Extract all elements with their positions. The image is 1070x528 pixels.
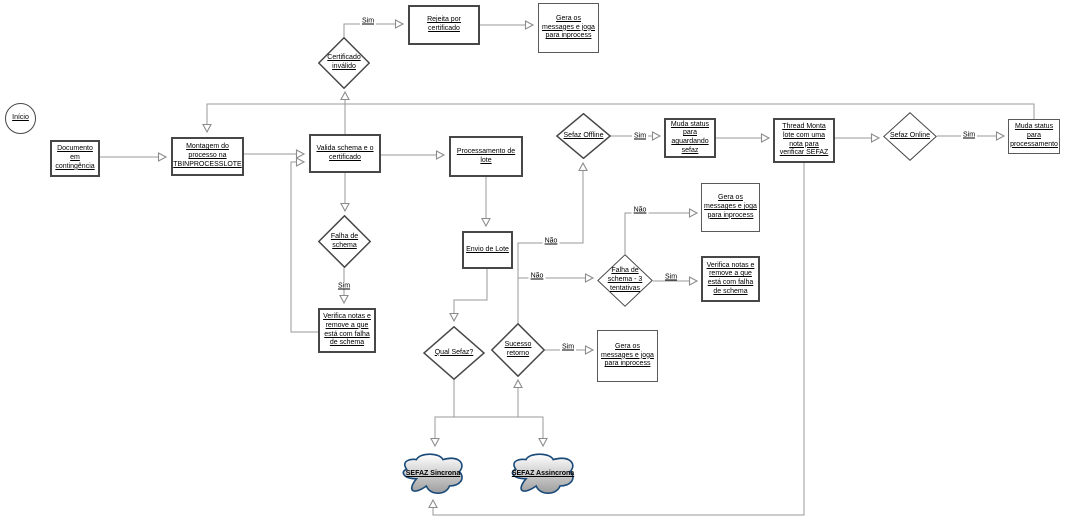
node-label: Envio de Lote bbox=[466, 245, 509, 253]
node-label: Gera os messages e joga para inprocess bbox=[704, 194, 757, 219]
edge-label-offline-sim: Sim bbox=[631, 132, 649, 140]
cloud-shape bbox=[509, 450, 577, 498]
node-certificado-invalido: Certificado inválido bbox=[318, 37, 370, 89]
node-label: Valida schema e o certificado bbox=[316, 144, 374, 161]
node-inicio: Início bbox=[5, 103, 36, 134]
node-montagem-processo: Montagem do processo na TBINPROCESSLOTE bbox=[171, 137, 244, 176]
node-label: Falha de schema - 3 tentativas bbox=[607, 267, 643, 292]
node-label: Verifica notas e remove a que está com f… bbox=[323, 313, 371, 347]
cloud-sefaz-sincrona: SEFAZ Sincrona bbox=[400, 450, 466, 498]
edge-label-falha-schema-sim: Sim bbox=[335, 282, 353, 290]
node-qual-sefaz: Qual Sefaz? bbox=[423, 326, 485, 380]
edge-label-sucesso-sim: Sim bbox=[559, 343, 577, 351]
node-falha-schema-3-tentativas: Falha de schema - 3 tentativas bbox=[597, 254, 653, 307]
node-verifica-notas-left: Verifica notas e remove a que está com f… bbox=[318, 308, 376, 353]
node-thread-monta-lote: Thread Monta lote com uma nota para veri… bbox=[773, 118, 835, 163]
node-label: Montagem do processo na TBINPROCESSLOTE bbox=[173, 143, 242, 168]
diamond-shape bbox=[597, 254, 653, 307]
node-label: Rejeita por certificado bbox=[427, 16, 461, 32]
diamond-shape bbox=[423, 326, 485, 380]
node-valida-schema: Valida schema e o certificado bbox=[309, 134, 381, 173]
node-label: SEFAZ Sincrona bbox=[405, 469, 461, 477]
node-sucesso-retorno: Sucesso retorno bbox=[491, 323, 545, 377]
node-gera-messages-mid: Gera os messages e joga para inprocess bbox=[701, 183, 760, 232]
diamond-shape bbox=[556, 113, 611, 159]
node-label: Gera os messages e joga para inprocess bbox=[601, 342, 654, 368]
diamond-shape bbox=[883, 112, 937, 161]
node-label: SEFAZ Assincrona bbox=[511, 469, 575, 477]
node-muda-status-aguardando: Muda status para aguardando sefaz bbox=[664, 118, 716, 158]
node-muda-status-processamento: Muda status para processamento bbox=[1008, 119, 1060, 154]
edge-label-falha3-nao: Não bbox=[631, 206, 649, 214]
diamond-shape bbox=[318, 215, 371, 268]
node-gera-messages-top: Gera os messages e joga para inprocess bbox=[538, 3, 599, 53]
node-gera-messages-bottom: Gera os messages e joga para inprocess bbox=[597, 330, 658, 382]
node-verifica-notas-right: Verifica notas e remove a que está com f… bbox=[701, 256, 760, 302]
node-label: Thread Monta lote com uma nota para veri… bbox=[779, 123, 829, 157]
edge-label-sucesso-nao-falha3: Não bbox=[528, 272, 546, 280]
node-label: Início bbox=[12, 114, 29, 122]
node-label: Muda status para processamento bbox=[1010, 123, 1058, 148]
edge-label-online-sim: Sim bbox=[960, 131, 978, 139]
edge-label-certificado-sim: Sim bbox=[359, 17, 377, 25]
node-label: Verifica notas e remove a que está com f… bbox=[706, 261, 755, 295]
node-label: Sefaz Online bbox=[889, 132, 931, 140]
node-label: Muda status para aguardando sefaz bbox=[670, 120, 710, 154]
node-label: Sefaz Offline bbox=[563, 131, 604, 139]
node-sefaz-offline: Sefaz Offline bbox=[556, 113, 611, 159]
node-label: Gera os messages e joga para inprocess bbox=[542, 14, 595, 40]
node-label: Falha de schema bbox=[330, 232, 359, 249]
node-falha-schema: Falha de schema bbox=[318, 215, 371, 268]
node-label: Documento em contingência bbox=[55, 145, 95, 170]
edge-label-sucesso-nao-offline: Não bbox=[542, 237, 560, 245]
edge-label-falha3-sim: Sim bbox=[662, 273, 680, 281]
node-processamento-lote: Processamento de lote bbox=[449, 136, 523, 177]
node-label: Processamento de lote bbox=[456, 147, 516, 164]
node-label: Certificado inválido bbox=[327, 54, 361, 70]
node-sefaz-online: Sefaz Online bbox=[883, 112, 937, 161]
node-rejeita-por-certificado: Rejeita por certificado bbox=[408, 5, 480, 45]
cloud-shape bbox=[400, 450, 466, 498]
node-envio-lote: Envio de Lote bbox=[462, 231, 513, 269]
cloud-sefaz-assincrona: SEFAZ Assincrona bbox=[509, 450, 577, 498]
node-label: Sucesso retorno bbox=[504, 341, 532, 357]
node-label: Qual Sefaz? bbox=[434, 348, 474, 356]
node-documento-contingencia: Documento em contingência bbox=[50, 140, 100, 177]
diamond-shape bbox=[491, 323, 545, 377]
diamond-shape bbox=[318, 37, 370, 89]
